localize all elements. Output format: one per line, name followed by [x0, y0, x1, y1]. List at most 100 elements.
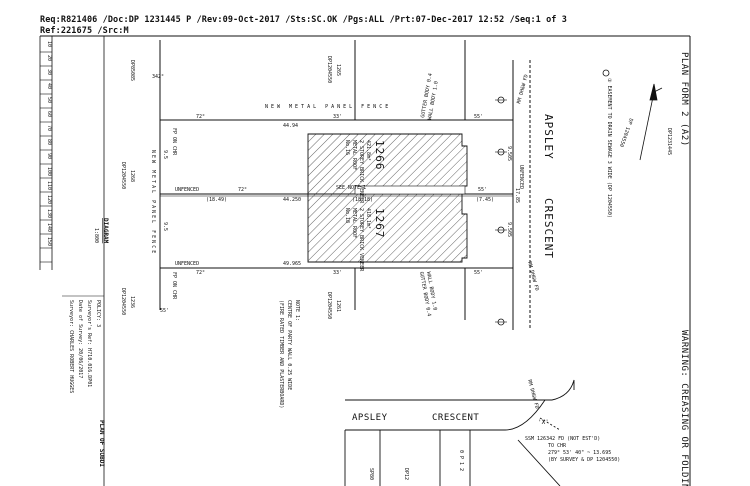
warning-text: WARNING: CREASING OR FOLDING	[679, 330, 689, 486]
scale-label: 20	[46, 55, 52, 61]
inset-diagram	[344, 379, 575, 486]
svg-text:9.5: 9.5	[162, 150, 168, 159]
scale-label: 30	[46, 69, 52, 75]
svg-text:342°: 342°	[152, 74, 164, 80]
building-lot-1266	[307, 133, 468, 195]
survey-date: Date of Survey: 20/06/2017	[77, 300, 83, 378]
dp-arrow-label: DP 1204550	[618, 117, 634, 147]
svg-text:55': 55'	[474, 114, 483, 120]
policy: POLICY: 3	[95, 300, 101, 327]
unfenced-mid-label: UNFENCED	[175, 187, 199, 193]
svg-text:DP1204550: DP1204550	[120, 162, 126, 189]
svg-text:72°: 72°	[238, 187, 247, 193]
svg-text:9.5: 9.5	[162, 222, 168, 231]
lot-number: 1266	[373, 140, 386, 171]
party-wall	[354, 185, 466, 195]
lot-area: 418.1m²	[365, 208, 371, 229]
inset-rm-fd: RM DH&W FD	[526, 379, 540, 410]
note-line-1: CENTRE OF PARTY WALL 0.25 WIDE	[286, 300, 292, 390]
document-header-line-1: Req:R821406 /Doc:DP 1231445 P /Rev:09-Oc…	[40, 15, 567, 25]
svg-text:33': 33'	[333, 114, 342, 120]
svg-text:DP1204550: DP1204550	[120, 288, 126, 315]
lot-roof: METAL ROOF	[351, 208, 357, 238]
fence-left-label: NEW METAL PANEL FENCE	[150, 150, 156, 255]
scale-label: 10	[46, 41, 52, 47]
diagram-scale: 1:800	[93, 228, 99, 243]
inset-dp: DP12	[403, 468, 409, 480]
svg-text:1268: 1268	[129, 170, 135, 182]
note-title: NOTE 1:	[294, 300, 300, 321]
scale-label: 110	[46, 181, 52, 190]
svg-text:DP85085: DP85085	[129, 60, 135, 81]
svg-text:DP1204550: DP1204550	[326, 292, 332, 319]
svg-text:17.85: 17.85	[514, 188, 520, 203]
lot-house-number: No.18	[344, 208, 350, 223]
svg-text:55': 55'	[474, 270, 483, 276]
street-name-crescent: CRESCENT	[542, 198, 555, 259]
scale-label: 40	[46, 83, 52, 89]
svg-text:72°: 72°	[196, 114, 205, 120]
lot-description: 2 STOREY BRICK VENEER	[358, 140, 364, 204]
scale-label: 60	[46, 111, 52, 117]
fp-chr-bottom: FP ON CHR	[171, 272, 177, 300]
document-header-line-2: Ref:221675 /Src:M	[40, 26, 129, 36]
scale-label: 140	[46, 223, 52, 232]
lot-area: 421.8m²	[365, 140, 371, 161]
rm-fd-bottom: RM DH&W FD	[526, 261, 540, 292]
inset-sp: SP80	[368, 468, 374, 480]
surveyor-name: Surveyor: CHARLES ROBERT HUGGES	[68, 300, 74, 393]
ssm-to-chr: TO CHR	[548, 443, 567, 449]
inset-lot: 0 P 1 2	[458, 450, 464, 471]
inset-street-apsley: APSLEY	[352, 413, 388, 423]
scale-label: 150	[46, 237, 52, 246]
fence-top-label: NEW METAL PANEL FENCE	[265, 104, 391, 110]
scale-label: 70	[46, 125, 52, 131]
inset-street-crescent: CRESCENT	[432, 413, 479, 423]
bearings-distances: 72° 72° 72° 33' 33' 55' 55' 55' 55' 342°…	[152, 74, 520, 314]
lot-boundaries	[159, 40, 531, 330]
svg-text:44.94: 44.94	[283, 123, 298, 129]
lot-number: 1267	[373, 208, 386, 239]
svg-text:55': 55'	[160, 308, 169, 314]
svg-text:(18.49): (18.49)	[206, 197, 227, 203]
ssm-by-survey: (BY SURVEY & DP 1204550)	[548, 457, 620, 463]
ssm-bearing: 279° 53' 40" ~ 13.695	[548, 450, 611, 456]
lot-house-number: No.16	[344, 140, 350, 155]
scale-label: 80	[46, 139, 52, 145]
diagram-label: DIAGRAM	[102, 218, 109, 244]
easement-ticks	[495, 99, 507, 323]
plan-form-title: PLAN FORM 2 (A2)	[679, 52, 689, 147]
lot-description: 2 STOREY BRICK VENEER	[358, 208, 364, 272]
svg-text:1236: 1236	[129, 296, 135, 308]
inset-x-mark: 'X'	[538, 419, 549, 426]
svg-text:1261: 1261	[335, 300, 341, 312]
surveyor-ref: Surveyor's Ref: H710.016.DP01	[86, 300, 92, 387]
svg-text:33': 33'	[333, 270, 342, 276]
lot-1267-label: 1267 418.1m² 2 STOREY BRICK VENEER METAL…	[344, 208, 386, 272]
north-arrow	[639, 83, 663, 161]
see-note-label: SEE NOTE 1	[336, 185, 366, 191]
unfenced-right-label: UNFENCED	[518, 165, 524, 189]
scale-label: 130	[46, 209, 52, 218]
note-line-2: (FIRE RATED TIMBER AND PLASTERBOARD)	[278, 300, 284, 408]
svg-text:(7.45): (7.45)	[476, 197, 494, 203]
svg-text:49.965: 49.965	[283, 261, 301, 267]
svg-text:9.505: 9.505	[506, 222, 512, 237]
adjoining-lots: DP85085 1265 DP1204550 1268 DP1204550 12…	[120, 56, 341, 319]
lot-1266-label: 1266 421.8m² 2 STOREY BRICK VENEER METAL…	[344, 140, 386, 204]
building-lot-1267	[307, 193, 468, 263]
svg-text:9.505: 9.505	[506, 146, 512, 161]
scale-label: 100	[46, 167, 52, 176]
scale-label: 90	[46, 153, 52, 159]
lot-roof: METAL ROOF	[351, 140, 357, 170]
easement-note: ① EASEMENT TO DRAIN SEWAGE 3 WIDE (DP 12…	[606, 78, 612, 218]
svg-text:72°: 72°	[196, 270, 205, 276]
plan-form-dp: DP1231445	[666, 128, 672, 155]
svg-text:DP1204550: DP1204550	[326, 56, 332, 83]
scale-bar-labels: 10 20 30 40 50 60 70 80 90 100 110 120 1…	[46, 41, 52, 246]
svg-text:1265: 1265	[335, 64, 341, 76]
unfenced-bottom-label: UNFENCED	[175, 261, 199, 267]
scale-label: 120	[46, 195, 52, 204]
scale-bar-ticks	[40, 51, 52, 263]
